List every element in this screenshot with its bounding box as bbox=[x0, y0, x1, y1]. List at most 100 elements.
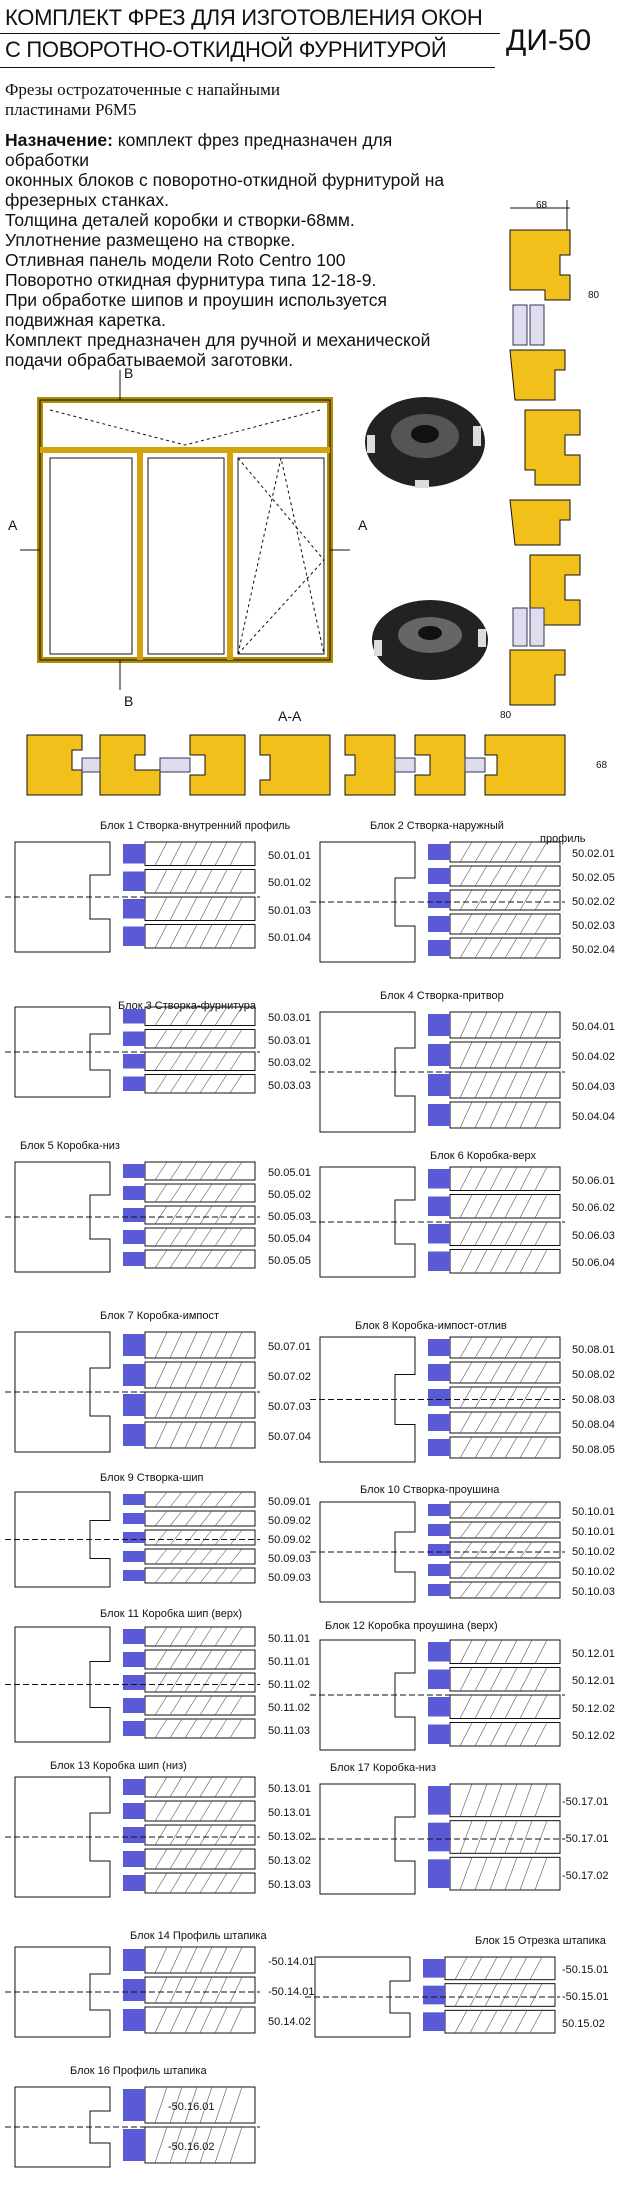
block-drawing bbox=[5, 1946, 260, 2038]
knife-insert bbox=[123, 1827, 145, 1843]
cutter-section bbox=[144, 1074, 256, 1094]
cutter-section bbox=[144, 1848, 256, 1870]
part-number: 50.10.02 bbox=[572, 1566, 615, 1578]
divider bbox=[0, 33, 500, 34]
knife-insert bbox=[428, 1786, 450, 1815]
purpose-label: Назначение: bbox=[5, 130, 113, 150]
block-title: Блок 10 Створка-проушина bbox=[360, 1484, 500, 1496]
cutter-section bbox=[449, 1856, 561, 1891]
cutter-section bbox=[144, 1510, 256, 1527]
knife-insert bbox=[428, 1251, 450, 1271]
part-number: 50.12.01 bbox=[572, 1647, 615, 1660]
part-number: 50.02.04 bbox=[572, 944, 615, 956]
cutter-image-1 bbox=[365, 397, 485, 488]
part-number: 50.06.03 bbox=[572, 1229, 615, 1242]
part-number: 50.13.02 bbox=[268, 1831, 311, 1843]
cutter-image-2 bbox=[372, 600, 488, 680]
cutter-section bbox=[144, 1331, 256, 1359]
cutter-section bbox=[144, 1800, 256, 1822]
part-number: 50.12.01 bbox=[572, 1675, 615, 1688]
knife-insert bbox=[123, 2129, 145, 2161]
cutter-section bbox=[144, 1672, 256, 1693]
knife-insert bbox=[428, 1169, 450, 1189]
dim-label: 68 bbox=[596, 760, 608, 771]
part-number: 50.03.03 bbox=[268, 1079, 311, 1092]
cutter-section bbox=[449, 1581, 561, 1599]
knife-insert bbox=[123, 1803, 145, 1819]
block-drawing bbox=[5, 1491, 260, 1588]
knife-insert bbox=[428, 1414, 450, 1431]
part-number: 50.09.03 bbox=[268, 1571, 311, 1584]
cutter-section bbox=[144, 1361, 256, 1389]
part-number: 50.05.04 bbox=[268, 1233, 311, 1245]
block-title: Блок 2 Створка-наружный bbox=[370, 820, 504, 832]
knife-insert bbox=[428, 892, 450, 908]
part-number: 50.13.02 bbox=[268, 1855, 311, 1867]
knife-insert bbox=[428, 940, 450, 956]
knife-insert bbox=[428, 1642, 450, 1662]
cutter-section bbox=[449, 1722, 561, 1747]
block-drawing bbox=[5, 2086, 260, 2168]
part-number: 50.10.03 bbox=[572, 1586, 615, 1598]
block-drawing bbox=[310, 1639, 565, 1751]
part-number: 50.08.03 bbox=[572, 1393, 615, 1406]
part-number: -50.15.01 bbox=[562, 1964, 609, 1977]
knife-insert bbox=[123, 1513, 145, 1524]
knife-insert bbox=[123, 1532, 145, 1543]
cutter-section bbox=[144, 1183, 256, 1203]
cutter-section bbox=[449, 1521, 561, 1539]
knife-insert bbox=[428, 1044, 450, 1066]
cutter-section bbox=[449, 1411, 561, 1434]
block-title: Блок 6 Коробка-верх bbox=[430, 1150, 537, 1162]
block-title: Блок 13 Коробка шип (низ) bbox=[50, 1760, 187, 1772]
knife-insert bbox=[123, 1698, 145, 1713]
section-label-a: А bbox=[358, 517, 368, 533]
part-number: 50.14.02 bbox=[268, 2016, 311, 2028]
part-number: 50.02.05 bbox=[572, 872, 615, 884]
knife-insert bbox=[428, 844, 450, 860]
knife-insert bbox=[123, 1779, 145, 1795]
part-number: 50.03.01 bbox=[268, 1034, 311, 1047]
knife-insert bbox=[123, 1652, 145, 1667]
knife-insert bbox=[123, 1570, 145, 1581]
part-number: 50.09.01 bbox=[268, 1495, 311, 1508]
block-title: Блок 9 Створка-шип bbox=[100, 1472, 204, 1484]
knife-insert bbox=[123, 1009, 145, 1024]
vertical-section-drawing bbox=[509, 200, 581, 706]
part-number: 50.11.01 bbox=[268, 1632, 311, 1645]
knife-insert bbox=[123, 1875, 145, 1891]
panel-line: Отливная панель модели Roto Centro 100 bbox=[5, 250, 346, 270]
part-number: 50.02.03 bbox=[572, 920, 615, 932]
knife-insert bbox=[428, 1196, 450, 1216]
block-title: Блок 17 Коробка-низ bbox=[330, 1762, 437, 1774]
block-drawing bbox=[310, 1166, 565, 1278]
part-number: -50.17.01 bbox=[562, 1833, 609, 1845]
knife-insert bbox=[428, 1822, 450, 1852]
cutter-section bbox=[144, 1872, 256, 1894]
cutter-section bbox=[144, 1029, 256, 1049]
part-number: 50.03.01 bbox=[268, 1012, 311, 1025]
block-title: Блок 4 Створка-притвор bbox=[380, 990, 504, 1002]
knife-insert bbox=[428, 1339, 450, 1356]
section-label-a: А bbox=[8, 517, 18, 533]
block-drawing bbox=[5, 1776, 260, 1898]
cutter-section bbox=[449, 1820, 561, 1854]
purpose-text: комплект фрез предназначен для обработки bbox=[5, 130, 393, 170]
seal-line: Уплотнение размещено на створке. bbox=[5, 230, 296, 250]
dim-label: 80 bbox=[588, 290, 600, 301]
block-title: Блок 14 Профиль штапика bbox=[130, 1930, 267, 1942]
part-number: 50.08.05 bbox=[572, 1443, 615, 1456]
cutter-section bbox=[144, 1051, 256, 1071]
cutter-section bbox=[449, 1361, 561, 1384]
part-number: 50.13.01 bbox=[268, 1783, 311, 1795]
cutter-section bbox=[449, 1436, 561, 1459]
knife-insert bbox=[428, 1074, 450, 1096]
knife-insert bbox=[428, 1104, 450, 1126]
knife-insert bbox=[123, 1076, 145, 1091]
cutter-section bbox=[449, 1541, 561, 1559]
part-number: 50.05.02 bbox=[268, 1189, 311, 1201]
cutter-section bbox=[449, 1194, 561, 1219]
cutter-section bbox=[449, 1336, 561, 1359]
section-label-b: В bbox=[124, 365, 134, 381]
cutter-section bbox=[144, 1548, 256, 1565]
